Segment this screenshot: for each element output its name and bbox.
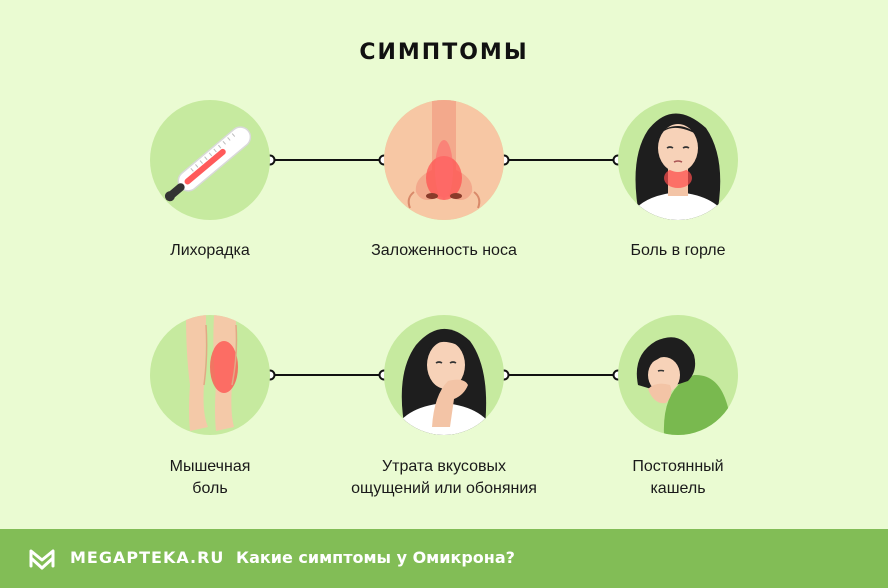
brand-name[interactable]: MEGAPTEKA.RU [70, 548, 225, 567]
cough-icon [618, 315, 738, 435]
sore-throat-icon [618, 100, 738, 220]
nose-icon [384, 100, 504, 220]
smell-loss-icon [384, 315, 504, 435]
symptom-label-sore-throat: Боль в горле [630, 242, 726, 259]
thermometer-icon [150, 100, 270, 220]
symptom-label-fever: Лихорадка [170, 242, 250, 259]
footer-question: Какие симптомы у Омикрона? [236, 548, 515, 567]
page-title: СИМПТОМЫ [359, 40, 529, 65]
megapteka-logo-icon [29, 549, 55, 570]
footer-bar: MEGAPTEKA.RU Какие симптомы у Омикрона? [0, 529, 888, 588]
legs-pain-icon [150, 315, 270, 435]
symptom-label-nasal-congestion: Заложенность носа [371, 242, 517, 259]
